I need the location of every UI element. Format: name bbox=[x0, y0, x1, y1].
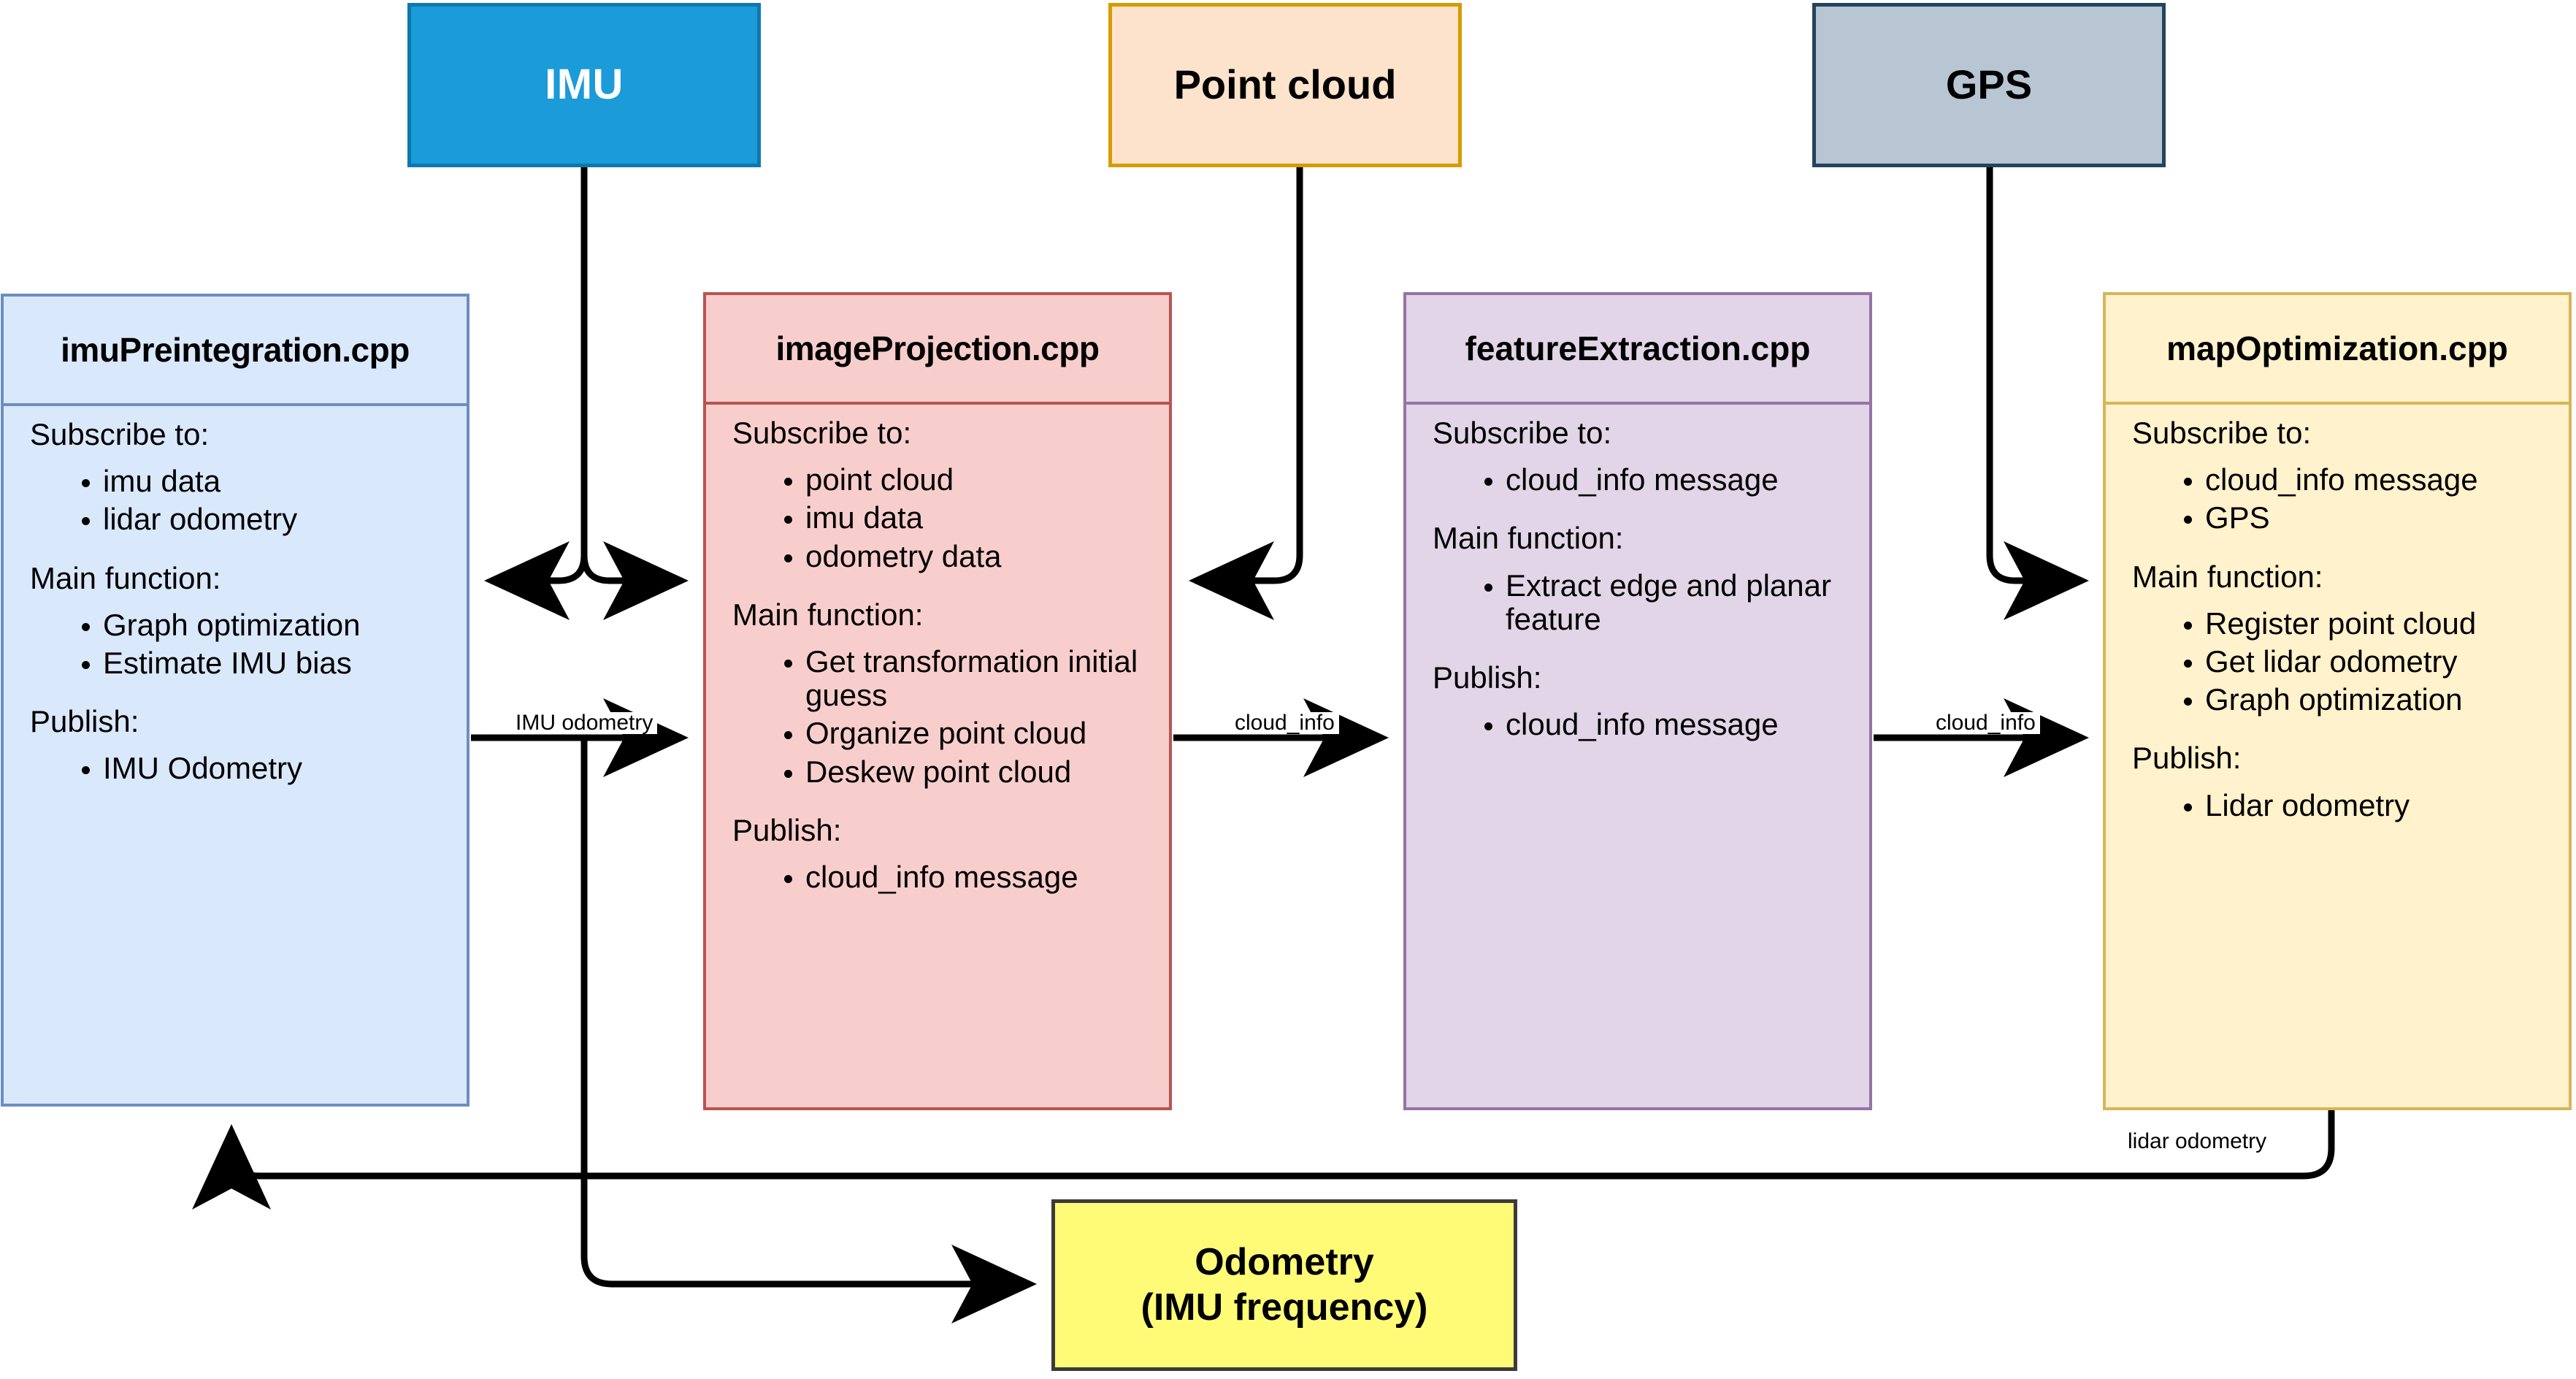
list-item: cloud_info message bbox=[1506, 707, 1856, 741]
publish-list: cloud_info message bbox=[1433, 707, 1856, 741]
list-item: Extract edge and planar feature bbox=[1506, 568, 1856, 636]
main-heading: Main function: bbox=[1433, 521, 1624, 556]
list-item: odometry data bbox=[805, 539, 1156, 573]
subscribe-heading: Subscribe to: bbox=[30, 417, 210, 451]
list-item: Get transformation initial guess bbox=[805, 644, 1156, 712]
main-list: Extract edge and planar feature bbox=[1433, 568, 1856, 636]
output-label-line2: (IMU frequency) bbox=[1141, 1286, 1428, 1329]
module-box-imageprojection[interactable]: imageProjection.cpp Subscribe to: point … bbox=[703, 292, 1172, 1110]
source-label-gps: GPS bbox=[1945, 61, 2033, 108]
source-box-gps[interactable]: GPS bbox=[1812, 3, 2166, 167]
module-title-imageprojection: imageProjection.cpp bbox=[706, 295, 1169, 405]
list-item: Graph optimization bbox=[2205, 682, 2556, 717]
module-body-imageprojection: Subscribe to: point cloud imu data odome… bbox=[706, 405, 1169, 1107]
output-label-odometry: Odometry (IMU frequency) bbox=[1141, 1240, 1428, 1330]
list-item: lidar odometry bbox=[103, 503, 453, 536]
list-item: cloud_info message bbox=[805, 860, 1156, 894]
main-list: Register point cloud Get lidar odometry … bbox=[2132, 606, 2556, 717]
list-item: GPS bbox=[2205, 501, 2556, 535]
main-heading: Main function: bbox=[2132, 559, 2323, 594]
edge-lidarodometry-to-imupreintegration bbox=[192, 1110, 2335, 1210]
subscribe-list: point cloud imu data odometry data bbox=[732, 462, 1156, 573]
subscribe-heading: Subscribe to: bbox=[732, 416, 912, 450]
subscribe-heading: Subscribe to: bbox=[2132, 416, 2312, 450]
output-label-line1: Odometry bbox=[1195, 1241, 1374, 1284]
publish-heading: Publish: bbox=[732, 812, 842, 847]
main-list: Graph optimization Estimate IMU bias bbox=[30, 608, 453, 680]
module-title-featureextraction: featureExtraction.cpp bbox=[1406, 295, 1869, 405]
list-item: imu data bbox=[805, 501, 1156, 535]
subscribe-list: cloud_info message GPS bbox=[2132, 462, 2556, 535]
source-box-point-cloud[interactable]: Point cloud bbox=[1108, 3, 1462, 167]
subscribe-list: imu data lidar odometry bbox=[30, 464, 453, 536]
list-item: Graph optimization bbox=[103, 608, 453, 642]
list-item: Get lidar odometry bbox=[2205, 644, 2556, 679]
list-item: Lidar odometry bbox=[2205, 788, 2556, 822]
list-item: point cloud bbox=[805, 462, 1156, 497]
edge-label-lidar-odometry: lidar odometry bbox=[2123, 1131, 2272, 1153]
list-item: cloud_info message bbox=[2205, 462, 2556, 497]
edge-pointcloud-to-imageprojection bbox=[1189, 167, 1303, 620]
edge-label-cloud-info-2: cloud_info bbox=[1931, 712, 2040, 734]
publish-heading: Publish: bbox=[30, 704, 139, 739]
source-label-imu: IMU bbox=[545, 61, 624, 109]
main-heading: Main function: bbox=[30, 560, 221, 595]
edge-imu-to-imupreintegration bbox=[484, 541, 588, 620]
module-body-featureextraction: Subscribe to: cloud_info message Main fu… bbox=[1406, 405, 1869, 1107]
main-heading: Main function: bbox=[732, 597, 924, 632]
module-box-imupreintegration[interactable]: imuPreintegration.cpp Subscribe to: imu … bbox=[1, 294, 469, 1107]
main-list: Get transformation initial guess Organiz… bbox=[732, 644, 1156, 789]
list-item: Deskew point cloud bbox=[805, 755, 1156, 789]
source-box-imu[interactable]: IMU bbox=[407, 3, 761, 167]
edge-label-cloud-info-1: cloud_info bbox=[1230, 712, 1339, 734]
list-item: cloud_info message bbox=[1506, 462, 1856, 497]
publish-heading: Publish: bbox=[2132, 741, 2242, 776]
module-box-mapoptimization[interactable]: mapOptimization.cpp Subscribe to: cloud_… bbox=[2103, 292, 2572, 1110]
publish-list: cloud_info message bbox=[732, 860, 1156, 894]
list-item: IMU Odometry bbox=[103, 752, 453, 785]
module-body-mapoptimization: Subscribe to: cloud_info message GPS Mai… bbox=[2106, 405, 2569, 1107]
module-body-imupreintegration: Subscribe to: imu data lidar odometry Ma… bbox=[4, 406, 467, 1104]
edge-gps-to-mapoptimization bbox=[1986, 167, 2089, 620]
list-item: imu data bbox=[103, 464, 453, 498]
publish-list: Lidar odometry bbox=[2132, 788, 2556, 822]
source-label-point-cloud: Point cloud bbox=[1173, 61, 1397, 108]
module-title-imupreintegration: imuPreintegration.cpp bbox=[4, 297, 467, 406]
publish-list: IMU Odometry bbox=[30, 752, 453, 785]
module-box-featureextraction[interactable]: featureExtraction.cpp Subscribe to: clou… bbox=[1403, 292, 1872, 1110]
list-item: Register point cloud bbox=[2205, 606, 2556, 641]
output-box-odometry[interactable]: Odometry (IMU frequency) bbox=[1051, 1199, 1517, 1371]
edge-label-imu-odometry: IMU odometry bbox=[511, 712, 658, 734]
module-title-mapoptimization: mapOptimization.cpp bbox=[2106, 295, 2569, 405]
list-item: Organize point cloud bbox=[805, 717, 1156, 750]
list-item: Estimate IMU bias bbox=[103, 646, 453, 680]
edge-imu-to-imageprojection bbox=[580, 541, 689, 620]
publish-heading: Publish: bbox=[1433, 660, 1542, 695]
subscribe-list: cloud_info message bbox=[1433, 462, 1856, 497]
subscribe-heading: Subscribe to: bbox=[1433, 416, 1612, 450]
